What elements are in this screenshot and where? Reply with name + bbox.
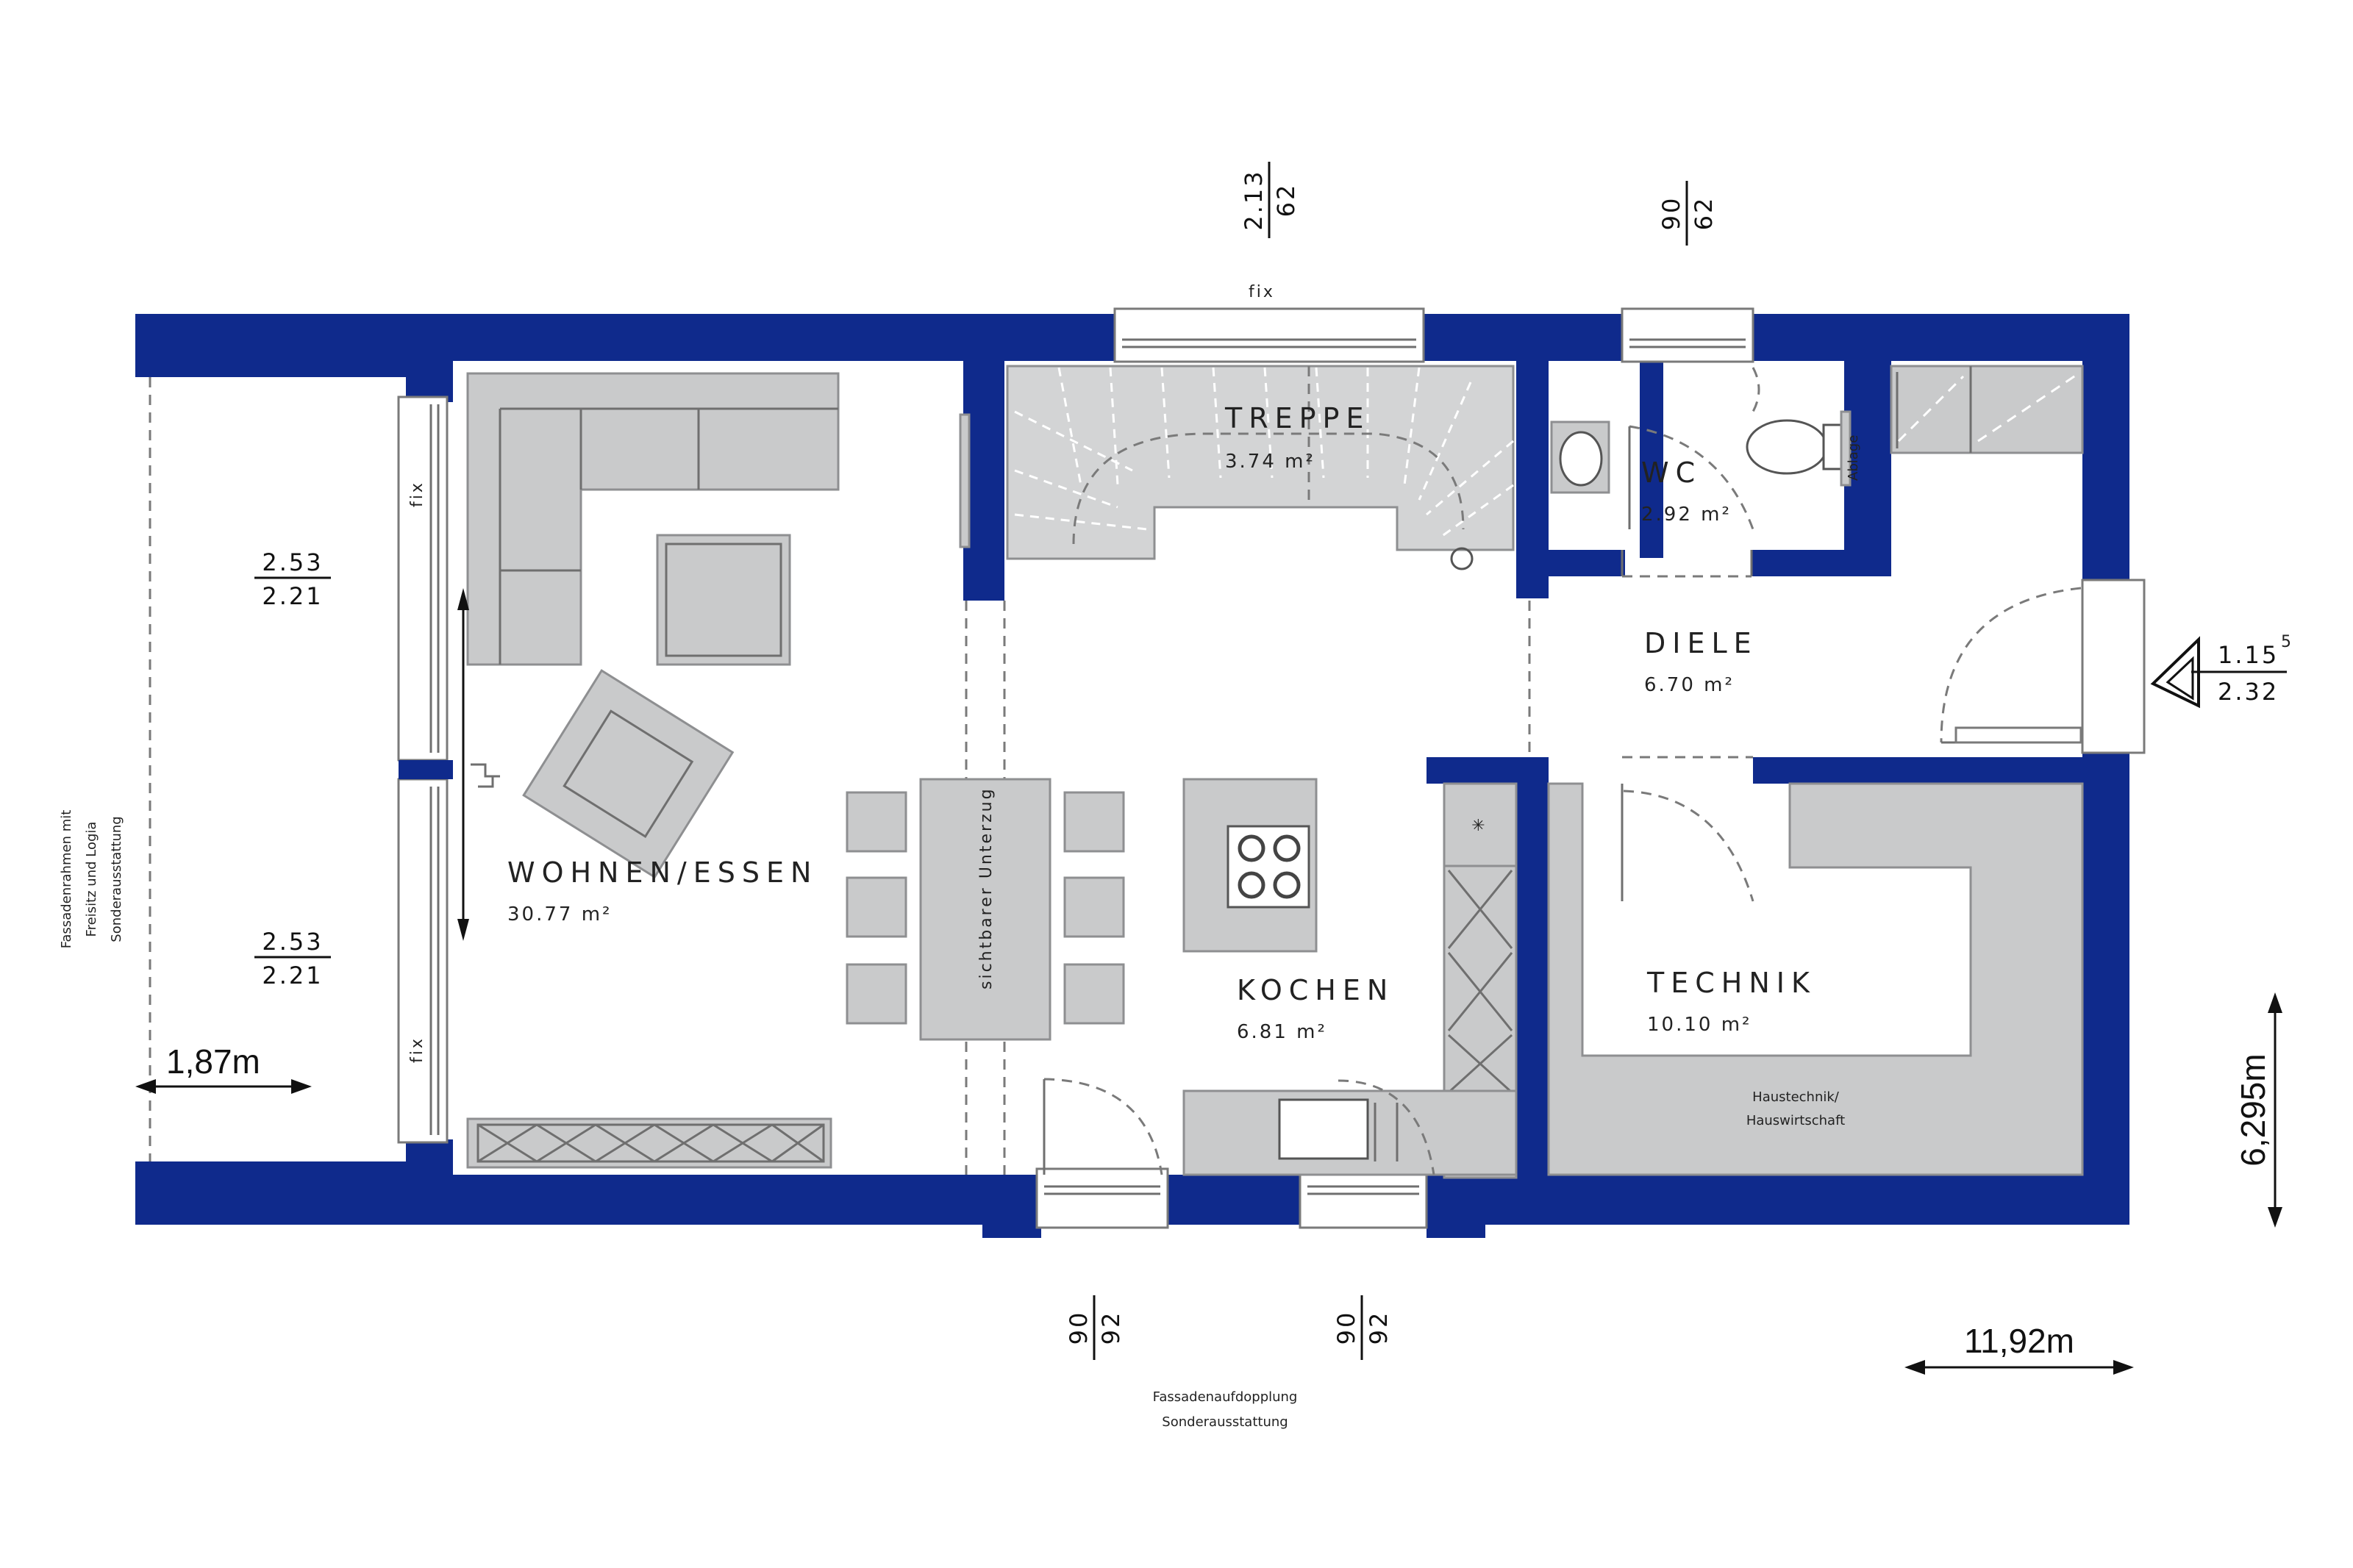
fassade-left-line-1: Fassadenrahmen mit bbox=[59, 810, 74, 949]
technik-area: 10.10 m² bbox=[1647, 1014, 1752, 1036]
dim-bottom-window-1-bottom: 92 bbox=[1097, 1311, 1125, 1345]
dim-total-length: 11,92m bbox=[1964, 1322, 2074, 1360]
technik-note-1: Haustechnik/ bbox=[1752, 1089, 1840, 1105]
technik-room bbox=[1547, 782, 2084, 1176]
dim-loggia-depth: 1,87m bbox=[166, 1042, 260, 1081]
ablage-label: Ablage bbox=[1846, 435, 1861, 481]
dim-left-lower-top: 2.53 bbox=[262, 928, 323, 956]
dim-loggia: 1,87m bbox=[135, 1042, 312, 1094]
fassade-bottom-line-2: Sonderausstattung bbox=[1162, 1414, 1288, 1430]
storage-cabinet bbox=[1890, 365, 2084, 454]
dim-bottom-window-2-top: 90 bbox=[1332, 1311, 1360, 1345]
entry-marker: 1.15 5 2.32 bbox=[2150, 633, 2293, 709]
kochen-area: 6.81 m² bbox=[1237, 1021, 1327, 1043]
dim-bottom-window-2-bottom: 92 bbox=[1365, 1311, 1393, 1345]
fix-label-left-lower: fix bbox=[408, 1037, 426, 1063]
room-labels: WOHNEN/ESSEN 30.77 m² WC 2.92 m² DIELE 6… bbox=[408, 283, 1845, 1128]
dimensions: 2.13 62 90 62 2.53 2.21 2.53 2.21 1.15 bbox=[135, 162, 2293, 1375]
unterzug-label: sichtbarer Unterzug bbox=[977, 787, 996, 989]
windows bbox=[397, 307, 2146, 1229]
treppe-name: TREPPE bbox=[1224, 402, 1370, 434]
dim-left-lower-bottom: 2.21 bbox=[262, 962, 323, 989]
kitchen: ✳ bbox=[1182, 778, 1518, 1179]
dining-set: sichtbarer Unterzug bbox=[846, 778, 1125, 1041]
dim-left-upper-bottom: 2.21 bbox=[262, 582, 323, 610]
living-furniture bbox=[466, 372, 840, 1169]
diele-name: DIELE bbox=[1644, 627, 1758, 659]
dim-entry-bottom: 2.32 bbox=[2218, 678, 2279, 706]
fassade-left-line-3: Sonderausstattung bbox=[109, 816, 124, 942]
staircase: TREPPE 3.74 m² bbox=[959, 365, 1515, 570]
dim-left-upper-top: 2.53 bbox=[262, 548, 323, 576]
dim-top-window-2-bottom: 62 bbox=[1690, 196, 1718, 231]
wohnen-name: WOHNEN/ESSEN bbox=[507, 856, 818, 889]
dim-entry-sup: 5 bbox=[2281, 633, 2293, 651]
facade-notes: Fassadenrahmen mit Freisitz und Logia So… bbox=[59, 810, 1297, 1430]
treppe-area: 3.74 m² bbox=[1225, 451, 1315, 473]
doors bbox=[457, 550, 2082, 1175]
dim-width: 6,295m bbox=[2234, 992, 2282, 1228]
fix-label-left-upper: fix bbox=[408, 481, 426, 507]
dim-top-window-2-top: 90 bbox=[1657, 196, 1685, 231]
dim-top-window-1-bottom: 62 bbox=[1272, 183, 1300, 218]
dim-bottom-window-1-top: 90 bbox=[1065, 1311, 1093, 1345]
freezer-icon: ✳ bbox=[1471, 817, 1487, 835]
technik-name: TECHNIK bbox=[1646, 967, 1816, 999]
wohnen-area: 30.77 m² bbox=[507, 903, 612, 926]
dim-top-window-1-top: 2.13 bbox=[1240, 169, 1268, 230]
dim-total-width: 6,295m bbox=[2234, 1053, 2272, 1166]
diele-area: 6.70 m² bbox=[1644, 674, 1735, 696]
fassade-bottom-line-1: Fassadenaufdopplung bbox=[1153, 1389, 1298, 1405]
walls bbox=[135, 314, 2129, 1238]
wc-area: 2.92 m² bbox=[1641, 504, 1732, 526]
technik-note-2: Hauswirtschaft bbox=[1746, 1113, 1845, 1128]
wc-fixtures: Ablage bbox=[1550, 367, 1861, 530]
dim-entry-top: 1.15 bbox=[2218, 641, 2279, 669]
kochen-name: KOCHEN bbox=[1237, 974, 1394, 1006]
wc-name: WC bbox=[1641, 457, 1702, 489]
dim-length: 11,92m bbox=[1904, 1322, 2134, 1375]
fix-label-top: fix bbox=[1249, 283, 1275, 301]
fassade-left-line-2: Freisitz und Logia bbox=[84, 822, 99, 937]
